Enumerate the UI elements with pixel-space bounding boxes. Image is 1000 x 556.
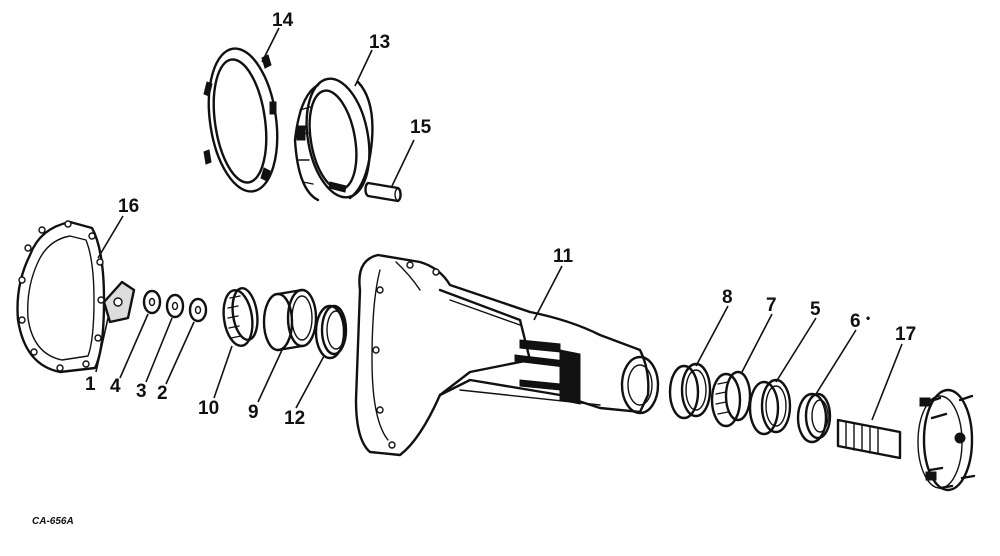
callout-6: 6 (850, 311, 861, 332)
callout-17: 17 (895, 324, 916, 345)
leader-lines (95, 27, 903, 421)
callout-6-note-mark: • (866, 311, 870, 325)
part-11-housing (354, 253, 660, 457)
part-4-washer (142, 289, 162, 315)
part-16-gasket (16, 220, 106, 374)
part-1-plate (102, 280, 136, 324)
part-5-cup (748, 378, 792, 436)
callout-3: 3 (136, 381, 147, 402)
callout-1: 1 (85, 374, 96, 395)
part-3-washer (165, 293, 185, 319)
callout-12: 12 (284, 408, 305, 429)
callout-10: 10 (198, 398, 219, 419)
part-8-cup (668, 362, 712, 420)
callout-8: 8 (722, 287, 733, 308)
part-7-bearing (710, 370, 752, 428)
callout-11: 11 (553, 246, 574, 267)
part-14-slotted-ring (203, 47, 279, 193)
callout-16: 16 (118, 196, 139, 217)
callout-labels: 14 13 15 16 1 4 3 2 10 9 12 11 8 7 5 6 •… (85, 10, 916, 429)
part-15-pin (364, 181, 402, 203)
part-10-bearing (222, 286, 259, 347)
callout-15: 15 (410, 117, 432, 138)
callout-13: 13 (369, 32, 390, 53)
callout-14: 14 (272, 10, 294, 31)
part-9-cup (262, 288, 318, 352)
callout-4: 4 (110, 376, 121, 397)
part-17-hub-shaft (836, 388, 976, 492)
part-2-washer (188, 297, 208, 323)
figure-reference-code: CA-656A (32, 516, 74, 527)
callout-9: 9 (248, 402, 259, 423)
callout-7: 7 (766, 295, 777, 316)
part-13-ring (293, 77, 374, 202)
callout-5: 5 (810, 299, 821, 320)
part-12-seal (314, 304, 348, 360)
callout-2: 2 (157, 383, 168, 404)
part-6-seal (796, 392, 832, 444)
